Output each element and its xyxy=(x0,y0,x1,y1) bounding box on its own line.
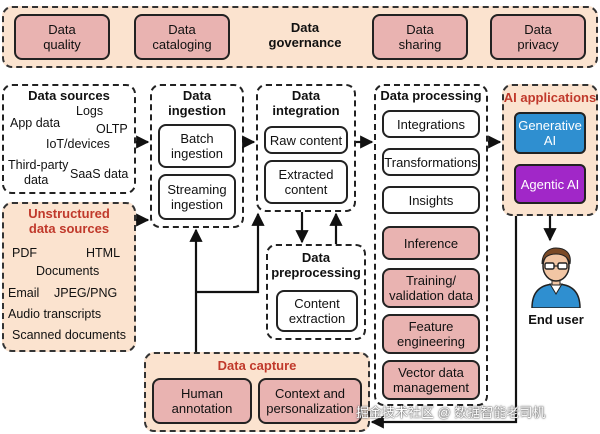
label: Insights xyxy=(408,192,454,208)
label: cataloging xyxy=(152,37,212,52)
label: Data xyxy=(406,22,434,37)
label: ingestion xyxy=(170,197,224,212)
source-item: SaaS data xyxy=(70,167,129,181)
integrations-box[interactable]: Integrations xyxy=(382,110,480,138)
unstructured-item: Email xyxy=(8,286,40,300)
label: Streaming xyxy=(167,182,227,197)
label: Data xyxy=(301,250,331,265)
label: extraction xyxy=(288,311,346,326)
label: validation data xyxy=(389,288,473,303)
source-item: OLTP xyxy=(96,122,128,136)
label: data sources xyxy=(28,221,110,236)
label: AI xyxy=(543,133,557,148)
label: Batch xyxy=(180,131,214,146)
source-item: IoT/devices xyxy=(46,137,110,151)
label: integration xyxy=(272,103,340,118)
label: Extracted xyxy=(278,167,334,182)
data-capture-title: Data capture xyxy=(217,358,297,373)
end-user-label: End user xyxy=(528,312,584,327)
label: Unstructured xyxy=(28,206,110,221)
label: Generative xyxy=(518,118,582,133)
inference-box[interactable]: Inference xyxy=(382,226,480,260)
insights-box[interactable]: Insights xyxy=(382,186,480,214)
label: Data xyxy=(291,88,321,103)
label: Vector data xyxy=(398,365,464,380)
label: ingestion xyxy=(168,103,226,118)
unstructured-sources-panel xyxy=(2,202,136,352)
label: Feature xyxy=(408,319,454,334)
arrow-ai-feedback-to-capture xyxy=(370,216,518,429)
label: ingestion xyxy=(170,146,224,161)
label: management xyxy=(393,380,469,395)
unstructured-item: HTML xyxy=(86,246,121,260)
label: Human xyxy=(181,386,223,401)
training-validation-box[interactable]: Training/validation data xyxy=(382,268,480,308)
unstructured-item: Scanned documents xyxy=(12,328,126,342)
data-processing-title: Data processing xyxy=(380,88,482,103)
source-item: data xyxy=(24,173,49,187)
watermark-text: 掘金技术社区 @ 数据智能老司机 xyxy=(356,405,546,420)
label: Data xyxy=(524,22,552,37)
label: Data xyxy=(48,22,76,37)
agentic-ai-box[interactable]: Agentic AI xyxy=(514,164,586,204)
source-item: Third-party xyxy=(8,158,69,172)
unstructured-item: PDF xyxy=(12,246,37,260)
label: Integrations xyxy=(397,116,465,132)
label: Agentic AI xyxy=(520,176,580,192)
data-sources-panel xyxy=(2,84,136,194)
label: Inference xyxy=(403,235,459,251)
label: quality xyxy=(43,37,81,52)
raw-content-box[interactable]: Raw content xyxy=(264,126,348,154)
label: governance xyxy=(268,35,342,50)
end-user-icon xyxy=(531,247,581,308)
label: Data xyxy=(168,22,196,37)
label: content xyxy=(284,182,328,197)
ai-applications-title: AI applications xyxy=(503,90,597,105)
label: personalization xyxy=(266,401,354,416)
label: Context and xyxy=(274,386,346,401)
label: privacy xyxy=(517,37,559,52)
data-sources-title: Data sources xyxy=(28,88,110,103)
unstructured-item: Audio transcripts xyxy=(8,307,102,321)
label: Training/ xyxy=(405,273,457,288)
label: preprocessing xyxy=(271,265,361,280)
unstructured-item: JPEG/PNG xyxy=(54,286,118,300)
unstructured-item: Documents xyxy=(36,264,100,278)
source-item: App data xyxy=(10,116,61,130)
label: engineering xyxy=(397,334,465,349)
label: sharing xyxy=(398,37,442,52)
arrow-capture-to-integration xyxy=(196,212,265,294)
source-item: Logs xyxy=(76,104,104,118)
transformations-box[interactable]: Transformations xyxy=(382,148,480,176)
label: Content xyxy=(294,296,340,311)
label: Data xyxy=(290,20,320,35)
label: Transformations xyxy=(384,154,478,170)
label: Data xyxy=(182,88,212,103)
label: annotation xyxy=(171,401,233,416)
label: Raw content xyxy=(269,132,343,148)
